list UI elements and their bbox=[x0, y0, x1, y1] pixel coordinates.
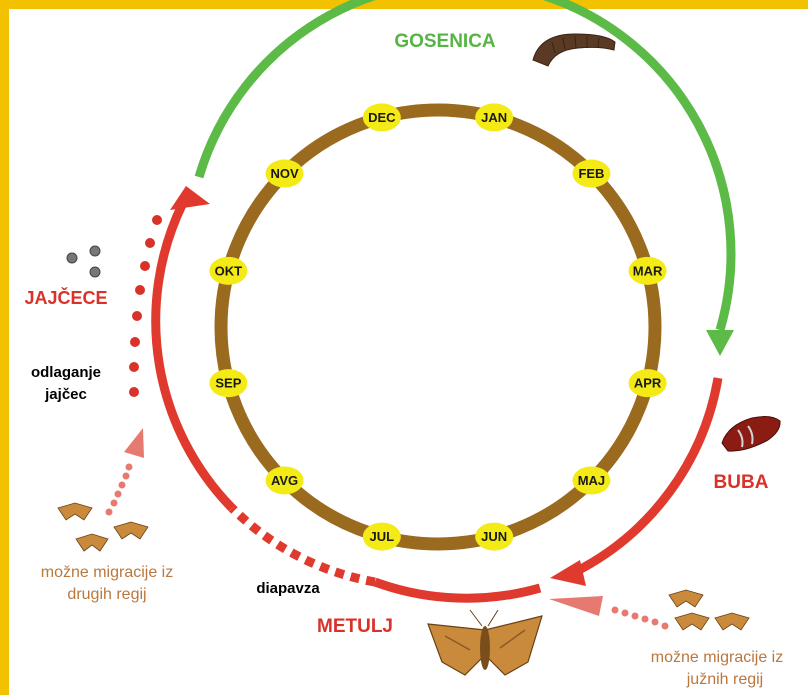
stage-label-larva: GOSENICA bbox=[394, 31, 496, 52]
month-label: AVG bbox=[271, 473, 298, 488]
stage-label-pupa: BUBA bbox=[714, 472, 769, 493]
month-badge-apr: APR bbox=[629, 369, 667, 397]
stage-label-adult: METULJ bbox=[317, 616, 393, 637]
month-label: JUL bbox=[370, 529, 395, 544]
month-label: JUN bbox=[481, 529, 507, 544]
month-badge-nov: NOV bbox=[266, 160, 304, 188]
month-badge-mar: MAR bbox=[629, 257, 667, 285]
migration-south-line1: možne migracije iz bbox=[651, 649, 783, 666]
month-badge-jul: JUL bbox=[363, 523, 401, 551]
migration-arrow-south bbox=[549, 596, 669, 630]
month-badge-jun: JUN bbox=[475, 523, 513, 551]
moth-icon-small-right bbox=[669, 590, 749, 630]
pupa-arrowhead bbox=[550, 560, 586, 586]
diapause-label: diapavza bbox=[256, 580, 320, 597]
adult-arrowhead bbox=[170, 186, 210, 210]
month-label: DEC bbox=[368, 110, 396, 125]
pupa-icon bbox=[722, 417, 780, 452]
month-label: MAJ bbox=[578, 473, 605, 488]
larva-arrowhead bbox=[706, 330, 734, 356]
month-label: NOV bbox=[270, 166, 299, 181]
stage-label-eggs: JAJČECE bbox=[24, 287, 107, 308]
month-label: MAR bbox=[633, 263, 663, 278]
migration-arrow-other bbox=[106, 428, 145, 516]
migration-other-line2: drugih regij bbox=[67, 586, 146, 603]
month-label: SEP bbox=[215, 376, 241, 391]
month-badge-dec: DEC bbox=[363, 103, 401, 131]
migration-other-line1: možne migracije iz bbox=[41, 564, 173, 581]
month-badges: JAN FEB MAR APR MAJ JUN JUL AVG SEP OKT NOV DEC bbox=[209, 103, 666, 550]
month-badge-feb: FEB bbox=[572, 160, 610, 188]
month-label: JAN bbox=[481, 110, 507, 125]
moth-icon-small-left bbox=[58, 503, 148, 551]
eggs-icon bbox=[67, 246, 100, 277]
egg-laying-label-line1: odlaganje bbox=[31, 364, 101, 381]
month-badge-avg: AVG bbox=[266, 466, 304, 494]
adult-arc-solid bbox=[375, 582, 540, 598]
month-label: FEB bbox=[578, 166, 604, 181]
month-badge-maj: MAJ bbox=[572, 466, 610, 494]
migration-south-line2: južnih regij bbox=[686, 671, 763, 688]
month-badge-sep: SEP bbox=[209, 369, 247, 397]
month-badge-jan: JAN bbox=[475, 103, 513, 131]
caterpillar-icon bbox=[533, 34, 615, 66]
month-label: OKT bbox=[215, 263, 243, 278]
month-label: APR bbox=[634, 376, 662, 391]
moth-icon bbox=[428, 610, 542, 675]
diapause-dashes bbox=[232, 508, 375, 582]
egg-laying-label-line2: jajčec bbox=[44, 386, 87, 403]
month-badge-okt: OKT bbox=[209, 257, 247, 285]
